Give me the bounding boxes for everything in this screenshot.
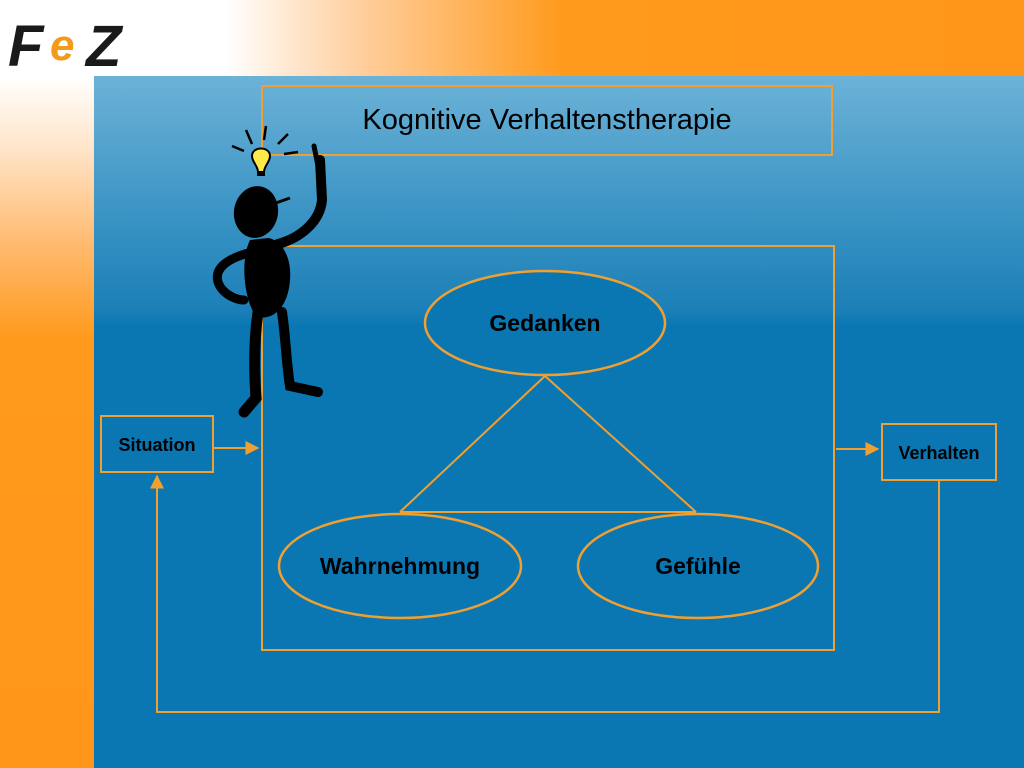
label-verhalten: Verhalten: [898, 443, 980, 463]
svg-text:Z: Z: [84, 14, 124, 74]
oval-gedanken: [423, 269, 667, 377]
label-wahrnehmung: Wahrnehmung: [319, 553, 481, 579]
feedback-loop-arrow: [150, 474, 940, 713]
oval-wahrnehmung: [277, 512, 523, 620]
slide-title: Kognitive Verhaltenstherapie: [261, 85, 833, 156]
triangle-connector: [399, 375, 697, 513]
left-decor-strip: [0, 76, 94, 768]
label-gedanken: Gedanken: [489, 310, 601, 336]
lightbulb-icon: [231, 125, 299, 176]
label-situation: Situation: [118, 435, 196, 455]
svg-text:e: e: [50, 21, 74, 70]
logo: F e Z: [8, 14, 124, 74]
svg-text:F: F: [8, 14, 45, 74]
thinking-person-icon: [212, 143, 328, 418]
situation-box: [100, 415, 214, 473]
logo-wordmark: F e Z: [8, 14, 124, 74]
verhalten-box: [881, 423, 997, 481]
inner-process-box: [261, 245, 835, 651]
oval-gefuehle: [576, 512, 820, 620]
label-gefuehle: Gefühle: [655, 553, 741, 579]
header-bar: [0, 0, 1024, 76]
